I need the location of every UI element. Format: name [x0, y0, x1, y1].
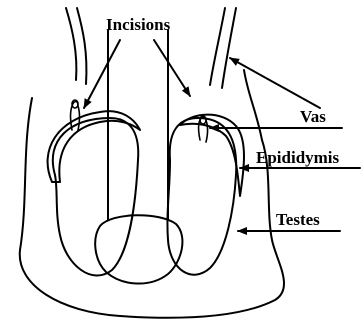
vas-arrow-to-tube [230, 58, 320, 108]
testes-label: Testes [276, 210, 320, 229]
right-vas-tube [210, 8, 236, 88]
incisions-arrow-right [154, 40, 190, 96]
right-vas-knob [199, 116, 208, 142]
left-epididymis [48, 111, 140, 182]
incisions-label: Incisions [106, 15, 171, 34]
scrotum-outline [20, 70, 284, 318]
left-vas-tube [66, 8, 86, 84]
incisions-arrow-left [84, 40, 120, 108]
epididymis-label: Epididymis [256, 148, 340, 167]
vas-label: Vas [300, 107, 326, 126]
right-testis [167, 118, 236, 275]
